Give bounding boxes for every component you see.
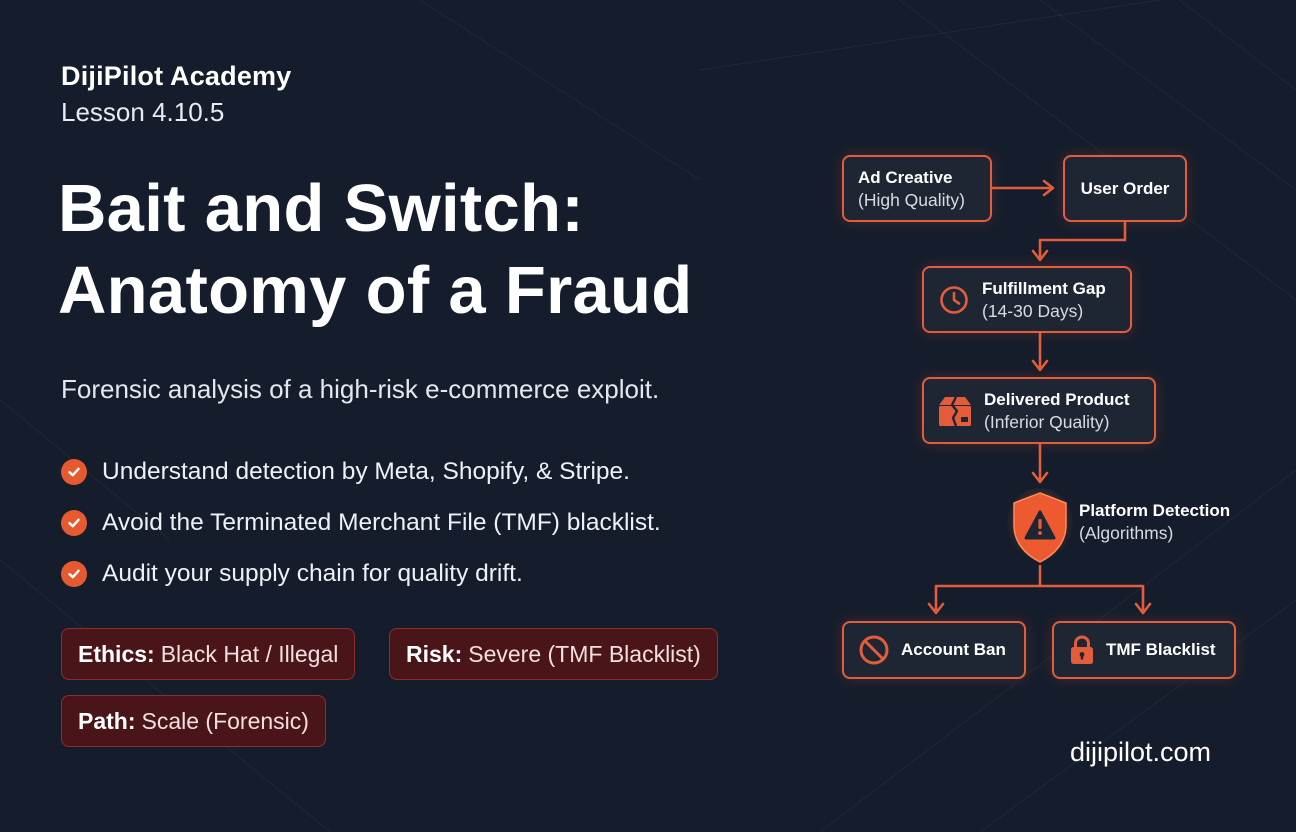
tmf-blacklist-title: TMF Blacklist (1106, 640, 1216, 659)
path-tag: Path: Scale (Forensic) (61, 695, 326, 747)
check-icon (61, 458, 87, 485)
ethics-tag: Ethics: Black Hat / Illegal (61, 628, 356, 680)
footer-url[interactable]: dijipilot.com (1070, 737, 1212, 767)
tag-value: Scale (Forensic) (141, 707, 309, 734)
account-ban-title: Account Ban (901, 640, 1006, 659)
objective-item: Avoid the Terminated Merchant File (TMF)… (61, 497, 661, 548)
objective-text: Audit your supply chain for quality drif… (102, 559, 523, 587)
subtitle: Forensic analysis of a high-risk e-comme… (61, 374, 660, 404)
tag-value: Severe (TMF Blacklist) (468, 640, 701, 667)
objective-text: Avoid the Terminated Merchant File (TMF)… (102, 508, 661, 536)
broken-box-icon (936, 393, 974, 429)
tag-label: Ethics: (78, 640, 155, 667)
tag-label: Risk: (406, 640, 463, 667)
academy-brand: DijiPilot Academy (61, 61, 292, 91)
user-order-node: User Order (1063, 155, 1187, 222)
ad-creative-title: Ad Creative (858, 167, 953, 187)
fulfillment-gap-node: Fulfillment Gap (14-30 Days) (922, 266, 1132, 333)
fulfillment-gap-subtitle: (14-30 Days) (982, 300, 1084, 321)
objective-item: Audit your supply chain for quality drif… (61, 548, 661, 599)
objectives-list: Understand detection by Meta, Shopify, &… (61, 446, 661, 599)
delivered-product-node: Delivered Product (Inferior Quality) (922, 377, 1156, 444)
tag-label: Path: (78, 707, 136, 734)
tmf-blacklist-node: TMF Blacklist (1052, 621, 1236, 679)
tag-value: Black Hat / Illegal (160, 640, 339, 667)
ban-icon (858, 634, 890, 666)
delivered-product-title: Delivered Product (984, 389, 1130, 409)
platform-detection-label: Platform Detection (Algorithms) (1079, 500, 1230, 544)
user-order-title: User Order (1080, 178, 1170, 198)
lock-icon (1068, 634, 1096, 666)
ad-creative-subtitle: (High Quality) (858, 189, 965, 210)
title-line-2: Anatomy of a Fraud (58, 253, 693, 328)
warning-shield-icon (1006, 488, 1074, 566)
platform-detection-subtitle: (Algorithms) (1079, 523, 1174, 543)
objective-text: Understand detection by Meta, Shopify, &… (102, 457, 630, 485)
lesson-number: Lesson 4.10.5 (61, 97, 225, 127)
fulfillment-gap-title: Fulfillment Gap (982, 278, 1106, 298)
delivered-product-subtitle: (Inferior Quality) (984, 411, 1110, 432)
clock-icon (938, 284, 970, 316)
check-icon (61, 509, 87, 536)
platform-detection-title: Platform Detection (1079, 501, 1231, 520)
risk-tag: Risk: Severe (TMF Blacklist) (389, 628, 718, 680)
ad-creative-node: Ad Creative (High Quality) (842, 155, 992, 222)
page-title: Bait and Switch: Anatomy of a Fraud (58, 168, 693, 332)
check-icon (61, 560, 87, 587)
title-line-1: Bait and Switch: (58, 171, 584, 246)
objective-item: Understand detection by Meta, Shopify, &… (61, 446, 661, 497)
account-ban-node: Account Ban (842, 621, 1026, 679)
